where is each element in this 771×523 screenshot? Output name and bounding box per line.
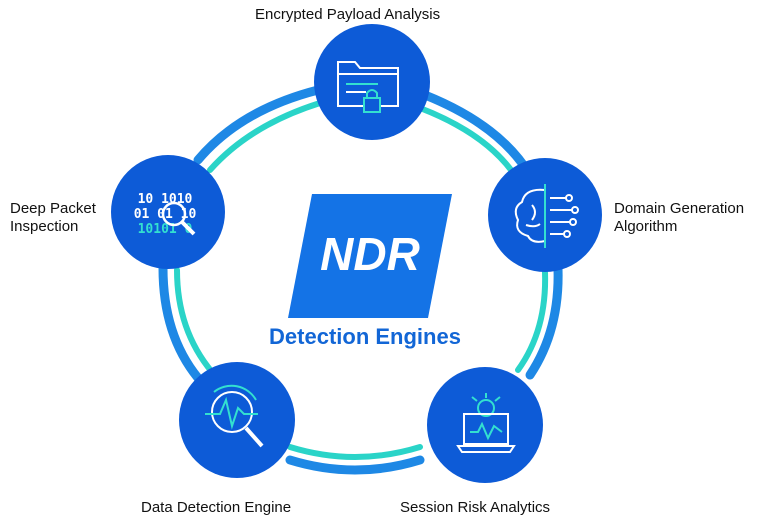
label-line: Deep Packet <box>10 200 96 217</box>
ring-segment-right-br-inner <box>515 269 549 373</box>
label-session-risk: Session Risk Analytics <box>400 499 550 517</box>
ring-segment-right-br <box>525 263 563 380</box>
node-encrypted-payload <box>314 24 430 140</box>
ring-segment-left-top-inner <box>207 100 323 173</box>
center-title: Detection Engines <box>269 324 461 349</box>
label-line: Algorithm <box>614 218 678 235</box>
label-line: Encrypted Payload Analysis <box>255 6 441 23</box>
label-line: Data Detection Engine <box>141 499 292 516</box>
label-line: Inspection <box>10 218 79 235</box>
ndr-logo: NDR <box>288 194 452 318</box>
ring-segment-bottom-inner <box>287 444 423 460</box>
label-line: Session Risk Analytics <box>400 499 551 516</box>
node-domain-generation <box>488 158 602 272</box>
ring-segment-left-top <box>193 85 323 165</box>
laptop-gear-icon <box>456 393 516 453</box>
ring-segment-bottom <box>285 455 425 475</box>
label-domain-generation: Domain Generation Algorithm <box>614 200 744 236</box>
ndr-logo-text: NDR <box>320 228 420 280</box>
binary-row-3: 10101 0 <box>138 222 193 237</box>
folder-lock-icon <box>337 61 399 113</box>
brain-circuit-icon <box>514 184 579 248</box>
ring-segment-bl-left <box>158 263 203 383</box>
label-encrypted-payload: Encrypted Payload Analysis <box>255 6 440 24</box>
node-session-risk <box>427 367 543 483</box>
node-deep-packet: 10 1010 01 01 10 10101 0 <box>111 155 225 269</box>
label-line: Domain Generation <box>614 200 745 217</box>
node-data-detection <box>179 362 295 478</box>
connector-ring <box>158 85 563 475</box>
binary-row-1: 10 1010 <box>138 192 193 207</box>
binary-magnifier-icon: 10 1010 01 01 10 10101 0 <box>134 192 197 237</box>
binary-row-2: 01 01 10 <box>134 207 197 222</box>
label-data-detection: Data Detection Engine <box>141 499 291 517</box>
magnifier-waveform-icon <box>205 384 264 448</box>
label-deep-packet: Deep Packet Inspection <box>10 200 96 236</box>
ring-segment-bl-left-inner <box>174 267 215 375</box>
